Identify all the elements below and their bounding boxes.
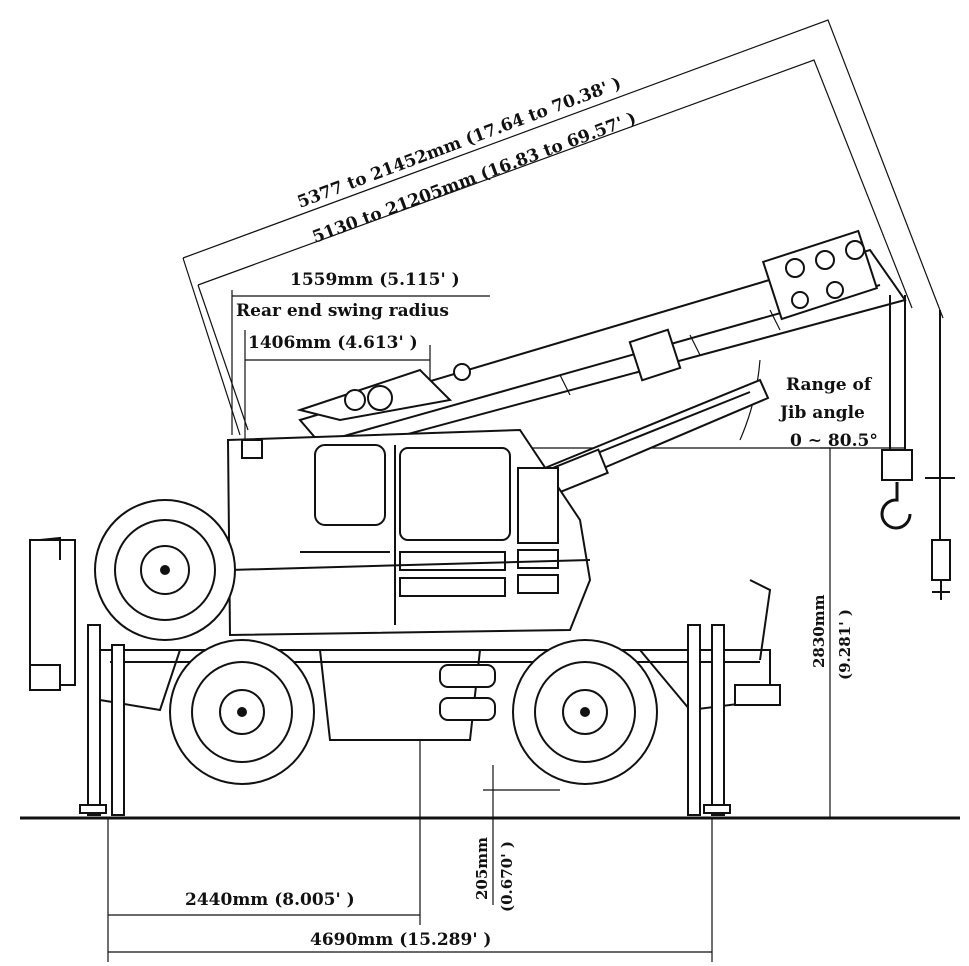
- rear-end-swing-value: 1406mm (4.613' ): [248, 333, 418, 353]
- hook-assembly: [880, 295, 955, 600]
- swing-radius-total-label: 1559mm (5.115' ): [290, 270, 460, 290]
- height-ft-label: (9.281' ): [836, 609, 854, 680]
- ground-clearance-ft-label: (0.670' ): [498, 841, 516, 912]
- rear-end-swing-label: Rear end swing radius: [236, 301, 449, 321]
- height-dimension: [820, 447, 840, 818]
- jib-angle-label-1: Range of: [786, 375, 873, 395]
- overall-length-label: 4690mm (15.289' ): [310, 930, 491, 950]
- jib-angle-value: 0 ~ 80.5°: [790, 431, 878, 451]
- swing-radius-dimension: [231, 290, 490, 440]
- front-wheel: [169, 639, 315, 785]
- length-dimensions: [107, 740, 713, 962]
- height-mm-label: 2830mm: [810, 594, 828, 668]
- boom-length-dimension: [182, 19, 944, 436]
- outriggers: [79, 624, 731, 816]
- ground-clearance-dimension: [483, 765, 560, 905]
- wheelbase-label: 2440mm (8.005' ): [185, 890, 355, 910]
- carrier-chassis: [29, 536, 781, 741]
- spare-wheel: [94, 499, 236, 641]
- jib-angle-label-2: Jib angle: [778, 403, 865, 423]
- rear-wheel: [512, 639, 658, 785]
- ground-clearance-mm-label: 205mm: [473, 837, 491, 900]
- cab-structure: [226, 368, 592, 637]
